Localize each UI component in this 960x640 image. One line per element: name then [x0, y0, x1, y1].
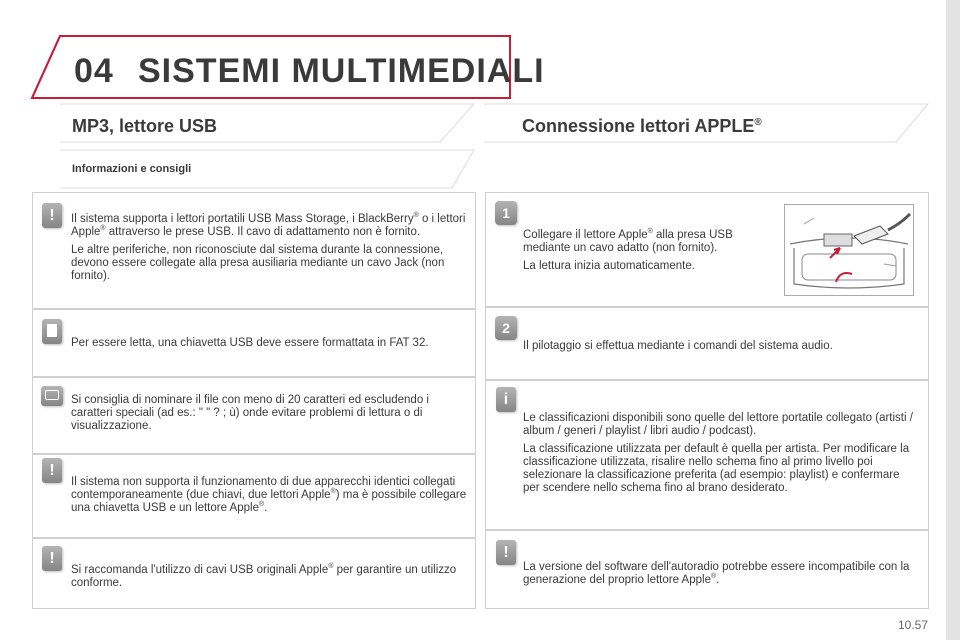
step-box-2: 2 Il pilotaggio si effettua mediante i c…	[485, 307, 929, 380]
warning-icon: !	[42, 203, 62, 228]
info-text: Le classificazioni disponibili sono quel…	[523, 412, 913, 494]
warning-icon: !	[42, 458, 62, 483]
chapter-title: SISTEMI MULTIMEDIALI	[138, 52, 545, 90]
chapter-header-shape	[30, 35, 511, 99]
info-box-software: ! La versione del software dell'autoradi…	[485, 530, 929, 609]
section-title-usb: MP3, lettore USB	[72, 116, 218, 136]
info-box-fat32: Per essere letta, una chiavetta USB deve…	[32, 309, 476, 377]
info-box-two-devices: ! Il sistema non supporta il funzionamen…	[32, 454, 476, 538]
chapter-number: 04	[74, 52, 114, 90]
step-text: Il pilotaggio si effettua mediante i com…	[523, 340, 833, 352]
info-box-classification: i Le classificazioni disponibili sono qu…	[485, 380, 929, 530]
section-title-frames	[60, 103, 930, 189]
info-text: Per essere letta, una chiavetta USB deve…	[71, 337, 429, 349]
page-edge-bar	[946, 0, 960, 640]
step-number-badge: 2	[495, 316, 517, 340]
step-text: Collegare il lettore Apple® alla presa U…	[523, 228, 733, 272]
section-title-apple: Connessione lettori APPLE®	[522, 116, 762, 136]
info-text: La versione del software dell'autoradio …	[523, 561, 910, 586]
info-box-usb-support: ! Il sistema supporta i lettori portatil…	[32, 192, 476, 309]
page-number: 10.57	[898, 618, 929, 632]
info-text: Il sistema non supporta il funzionamento…	[71, 476, 467, 514]
info-icon: i	[496, 387, 516, 412]
info-text: Si raccomanda l'utilizzo di cavi USB ori…	[71, 563, 457, 589]
info-text: Il sistema supporta i lettori portatili …	[71, 212, 466, 282]
subsection-title: Informazioni e consigli	[72, 163, 192, 175]
warning-icon: !	[496, 540, 516, 565]
info-text: Si consiglia di nominare il file con men…	[71, 394, 429, 432]
step-number-badge: 1	[495, 201, 517, 225]
info-box-cables: ! Si raccomanda l'utilizzo di cavi USB o…	[32, 538, 476, 609]
tip-icon	[41, 386, 63, 406]
usb-port-illustration	[784, 204, 914, 296]
note-icon	[42, 319, 62, 344]
warning-icon: !	[42, 546, 62, 571]
info-box-filename: Si consiglia di nominare il file con men…	[32, 377, 476, 454]
